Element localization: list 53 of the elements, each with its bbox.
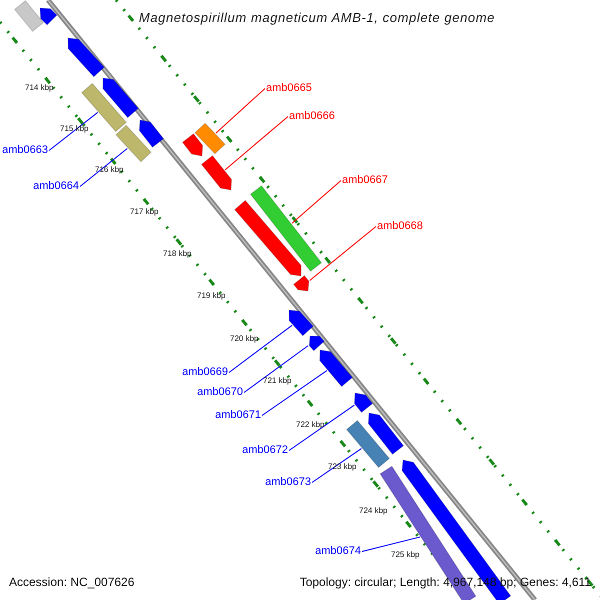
leader-line	[228, 324, 293, 373]
gene-block	[14, 0, 44, 32]
diagram-title: Magnetospirillum magneticum AMB-1, complete genome	[138, 11, 495, 24]
scale-label: 720 kbp	[230, 335, 258, 343]
leader-line	[80, 148, 128, 187]
gene-block	[354, 392, 374, 414]
gene-block	[200, 154, 232, 191]
gene-block	[368, 412, 404, 455]
scale-label: 721 kbp	[263, 377, 292, 385]
gene-block	[194, 122, 226, 154]
gene-label: amb0668	[377, 221, 423, 232]
gene-label: amb0669	[182, 367, 228, 378]
leader-line	[224, 116, 288, 170]
gene-label: amb0666	[289, 111, 335, 122]
gene-label: amb0674	[315, 546, 361, 557]
leader-line	[309, 226, 376, 281]
scale-label: 725 kbp	[391, 551, 420, 559]
gene-block	[234, 200, 302, 277]
scale-label: 715 kbp	[60, 125, 88, 133]
gene-label: amb0670	[197, 387, 243, 398]
gene-label: amb0665	[266, 83, 312, 94]
leader-line	[362, 536, 421, 552]
leader-line	[262, 370, 328, 416]
leader-line	[215, 88, 266, 134]
scale-label: 714 kbp	[25, 84, 54, 92]
gene-block	[138, 119, 164, 148]
gene-block	[39, 7, 58, 26]
gene-block	[319, 349, 354, 388]
scale-label: 719 kbp	[197, 292, 226, 300]
gene-label: amb0673	[265, 477, 311, 488]
scale-label: 718 kbp	[163, 250, 192, 258]
leader-line	[244, 345, 309, 393]
gene-block	[115, 124, 152, 162]
leader-line	[312, 448, 362, 483]
gene-label: amb0667	[342, 175, 388, 186]
gene-block	[67, 37, 105, 78]
gene-block	[292, 274, 310, 292]
gene-block	[250, 185, 322, 272]
scale-label: 717 kbp	[130, 208, 158, 216]
scale-label: 722 kbp	[296, 421, 324, 429]
leader-line	[292, 180, 342, 224]
gene-label: amb0664	[33, 181, 79, 192]
gene-block	[182, 133, 204, 157]
info-text: Accession: NC_007626	[9, 576, 134, 588]
gene-block	[288, 309, 314, 336]
gene-label: amb0672	[242, 445, 288, 456]
gene-label: amb0671	[215, 410, 261, 421]
gene-block	[102, 77, 139, 118]
leader-line	[288, 404, 355, 451]
gene-label: amb0663	[2, 145, 48, 156]
leader-line	[48, 112, 98, 151]
scale-label: 724 kbp	[359, 507, 388, 515]
gene-block	[308, 335, 325, 352]
